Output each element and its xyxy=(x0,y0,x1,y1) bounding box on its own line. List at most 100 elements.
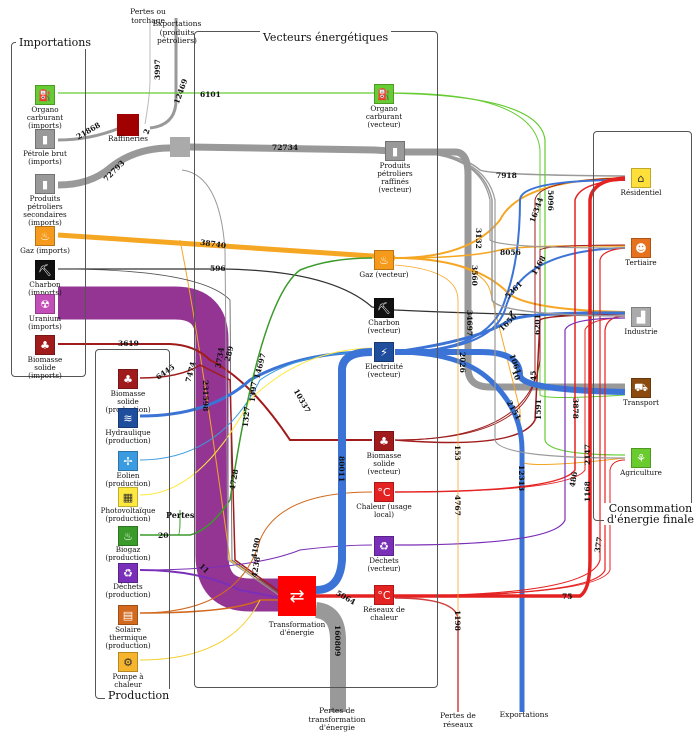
exportations-label: Exportations xyxy=(499,710,549,719)
value-2026: 2026 xyxy=(458,352,467,373)
value-153: 153 xyxy=(453,445,462,461)
value-45: 45 xyxy=(529,371,538,381)
pompe-chaleur-label: Pompe à chaleur xyxy=(112,672,144,689)
factory-icon: ▟ xyxy=(631,307,651,327)
value-4190: 4190 xyxy=(250,537,262,559)
consommation-title: Consommation d'énergie finale xyxy=(604,503,698,525)
transformation-node xyxy=(278,576,316,616)
flow-electricite-transformation xyxy=(315,348,373,594)
wood-icon: ♣ xyxy=(374,431,394,451)
value-exportations: 12313 xyxy=(517,465,526,491)
oil-barrel-icon: ▮ xyxy=(35,129,55,149)
raffineries-node xyxy=(117,114,139,136)
heat-icon: °C xyxy=(374,585,394,605)
coal-cart-icon: ⛏ xyxy=(35,260,55,280)
pertes-reseaux-label: Pertes de réseaux xyxy=(440,711,476,729)
pertes-torchage-label: Pertes ou torchage xyxy=(130,7,166,25)
value-5096: 5096 xyxy=(546,190,555,211)
value-residentiel-petrole: 7918 xyxy=(496,171,517,180)
produits-secondaires-label: Produits pétroliers secondaires (imports… xyxy=(23,194,67,227)
fuel-can-icon: ⛽ xyxy=(374,84,394,104)
value-raffineries-out: 2 xyxy=(142,128,152,136)
raffineries-label: Raffineries xyxy=(108,134,148,143)
value-289: 289 xyxy=(223,345,236,362)
value-4728: 4728 xyxy=(228,469,240,491)
heat-pump-icon: ⚙ xyxy=(118,652,138,672)
flow-raffines-transport xyxy=(405,148,625,391)
wood-icon: ♣ xyxy=(118,369,138,389)
value-1591: 1591 xyxy=(534,399,543,420)
biomasse-imports-label: Biomasse solide (imports) xyxy=(27,355,63,380)
uranium-imports-label: Uranium (imports) xyxy=(28,314,62,331)
value-10: 10 xyxy=(510,369,522,382)
oil-drum-icon: ▮ xyxy=(35,174,55,194)
flow-biomasse-prod xyxy=(139,364,281,593)
flow-petrole-brut xyxy=(57,126,121,142)
tertiaire-label: Tertiaire xyxy=(625,258,657,267)
value-to-raffines: 72734 xyxy=(272,143,298,152)
petrole-brut-label: Pétrole brut (imports) xyxy=(23,149,67,166)
value-3734: 3734 xyxy=(214,347,226,369)
value-4: 4 xyxy=(508,309,513,318)
vecteurs-title: Vecteurs énergétiques xyxy=(260,31,392,44)
industrie-label: Industrie xyxy=(624,327,658,336)
junction-node xyxy=(170,137,190,157)
value-3878: 3878 xyxy=(571,398,580,419)
value-4238: 4238 xyxy=(250,556,262,578)
residentiel-label: Résidentiel xyxy=(620,188,662,197)
exportations-petroliers-label: Exportations (produits pétroliers) xyxy=(152,19,202,45)
flow-produits-secondaires xyxy=(57,144,171,189)
reseaux-chaleur-label: Réseaux de chaleur xyxy=(363,605,405,622)
fuel-can-icon: ⛽ xyxy=(35,85,55,105)
house-icon: ⌂ xyxy=(631,168,651,188)
wind-turbine-icon: ✢ xyxy=(118,451,138,471)
organo-vecteur-label: Organo carburant (vecteur) xyxy=(365,104,403,129)
waste-bin-icon: ♻ xyxy=(374,536,394,556)
lightning-icon: ⚡ xyxy=(374,342,394,362)
wood-icon: ♣ xyxy=(35,335,55,355)
vecteurs-box xyxy=(194,31,438,688)
value-486: 486 xyxy=(568,471,580,488)
hydraulique-label: Hydraulique (production) xyxy=(105,428,151,445)
flow-uranium-transformation xyxy=(58,286,280,612)
value-8056: 8056 xyxy=(500,248,521,257)
charbon-vecteur-label: Charbon (vecteur) xyxy=(367,318,401,335)
flow-exportations-petroliers xyxy=(149,18,178,130)
value-4767: 4767 xyxy=(453,495,462,516)
value-charbon: 596 xyxy=(210,264,226,273)
flow-biomasse-imports xyxy=(58,343,372,441)
value-biomasse-imports: 3619 xyxy=(118,339,139,348)
flow-transformation-reseaux xyxy=(316,176,626,598)
solaire-thermique-label: Solaire thermique (production) xyxy=(105,625,151,650)
value-organo: 6101 xyxy=(200,90,221,99)
flow-biogaz xyxy=(140,257,373,536)
production-title: Production xyxy=(105,689,173,702)
flow-exportations xyxy=(394,349,525,712)
dam-icon: ≋ xyxy=(118,408,138,428)
value-2147: 2147 xyxy=(583,444,592,465)
value-34697: 34697 xyxy=(465,310,474,336)
value-377: 377 xyxy=(593,536,605,553)
value-75: 75 xyxy=(562,592,572,601)
gas-bottle-icon: ♨ xyxy=(35,226,55,246)
biomasse-vecteur-label: Biomasse solide (vecteur) xyxy=(366,451,402,476)
agriculture-label: Agriculture xyxy=(620,468,662,477)
tractor-icon: ⚘ xyxy=(631,448,651,468)
value-pertes-reseaux: 1198 xyxy=(453,610,462,631)
organo-imports-label: Organo carburant (imports) xyxy=(26,105,64,130)
value-3560: 3560 xyxy=(470,265,479,286)
value-gaz: 38740 xyxy=(200,238,227,251)
dechets-vecteur-label: Déchets (vecteur) xyxy=(367,556,401,573)
value-pertes-transformation: 160809 xyxy=(333,625,342,656)
pertes-transformation-label: Pertes de transformation d'énergie xyxy=(308,706,366,732)
value-6201: 6201 xyxy=(533,314,542,335)
office-worker-icon: ☻ xyxy=(631,238,651,258)
waste-bin-icon: ♻ xyxy=(118,563,138,583)
value-3132: 3132 xyxy=(474,228,483,249)
chaleur-local-label: Chaleur (usage local) xyxy=(356,502,412,519)
value-1168: 1168 xyxy=(583,481,592,502)
pertes-label: Pertes xyxy=(166,510,195,520)
gas-bottle-icon: ♨ xyxy=(374,250,394,270)
biogas-icon: ♨ xyxy=(118,526,138,546)
